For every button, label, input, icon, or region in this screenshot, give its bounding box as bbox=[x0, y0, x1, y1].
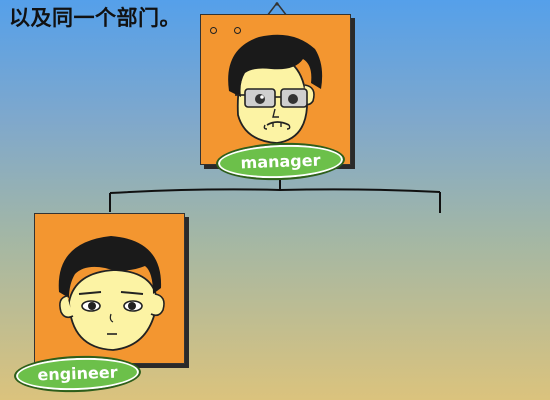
manager-avatar bbox=[228, 34, 323, 144]
headline-text: 以及同一个部门。 bbox=[9, 6, 181, 30]
engineer-avatar bbox=[58, 236, 165, 351]
pin-icon bbox=[234, 27, 241, 34]
manager-card[interactable] bbox=[200, 14, 351, 165]
engineer-label: engineer bbox=[13, 353, 142, 395]
pin-icon bbox=[210, 27, 217, 34]
engineer-card[interactable] bbox=[34, 213, 185, 364]
